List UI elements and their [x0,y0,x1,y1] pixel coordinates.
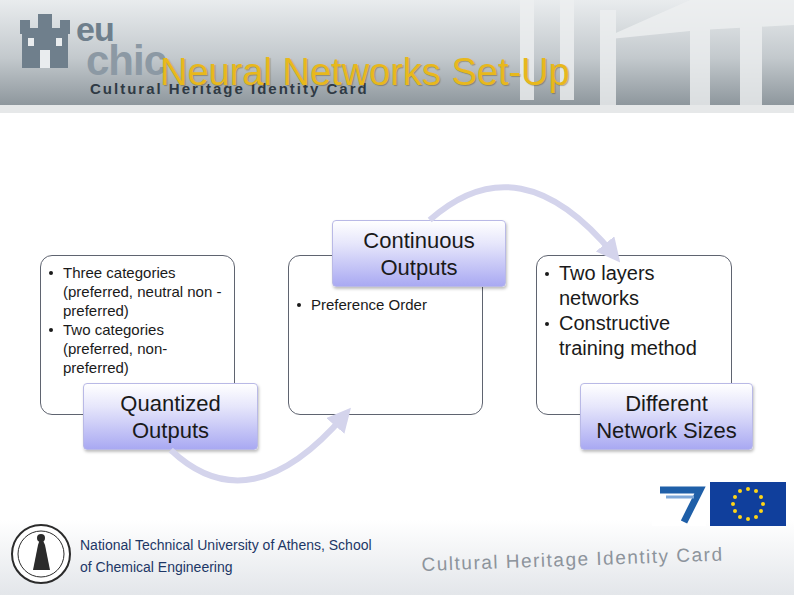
bullet-dot [49,271,53,275]
bullet-item: Two categories (preferred, non-preferred… [46,320,229,377]
tab-text: Continuous Outputs [337,227,501,281]
bullet-list: Two layers networksConstructive training… [542,261,728,361]
bullet-item: Three categories (preferred, neutral non… [46,263,229,320]
eu-flag [710,482,786,526]
bullet-text: Constructive training method [559,312,697,359]
process-box: Two layers networksConstructive training… [536,255,753,450]
bullet-text: Two layers networks [559,262,655,309]
label-tab: Different Network Sizes [580,383,753,450]
bullet-dot [545,272,549,276]
process-box: Preference Order Continuous Outputs [288,220,506,415]
bullet-dot [297,303,301,307]
process-box: Three categories (preferred, neutral non… [40,255,258,450]
tab-text: Quantized Outputs [88,390,253,444]
castle-logo [20,14,70,68]
bullet-dot [49,328,53,332]
bullet-text: Three categories (preferred, neutral non… [63,264,221,319]
label-tab: Continuous Outputs [332,220,506,287]
label-tab: Quantized Outputs [83,383,258,450]
slide-title: Neural Networks Set-Up [160,50,570,94]
header-shadow [0,105,794,113]
bullet-dot [545,322,549,326]
header-fade [0,105,794,145]
tab-text: Different Network Sizes [585,390,748,444]
curved-arrow [171,415,345,480]
university-seal [12,525,70,583]
bullet-item: Preference Order [294,295,477,314]
bullet-text: Preference Order [311,296,427,313]
footer-band [0,520,794,595]
fp7-logo [652,482,706,526]
logo-text: chic [86,40,166,82]
curved-arrow [430,187,614,255]
bullet-list: Three categories (preferred, neutral non… [46,263,229,377]
institution-text: National Technical University of Athens,… [80,534,380,578]
bullet-text: Two categories (preferred, non-preferred… [63,321,167,376]
bullet-item: Constructive training method [542,311,728,361]
header-photo [0,0,794,105]
bullet-item: Two layers networks [542,261,728,311]
bullet-list: Preference Order [294,295,477,314]
